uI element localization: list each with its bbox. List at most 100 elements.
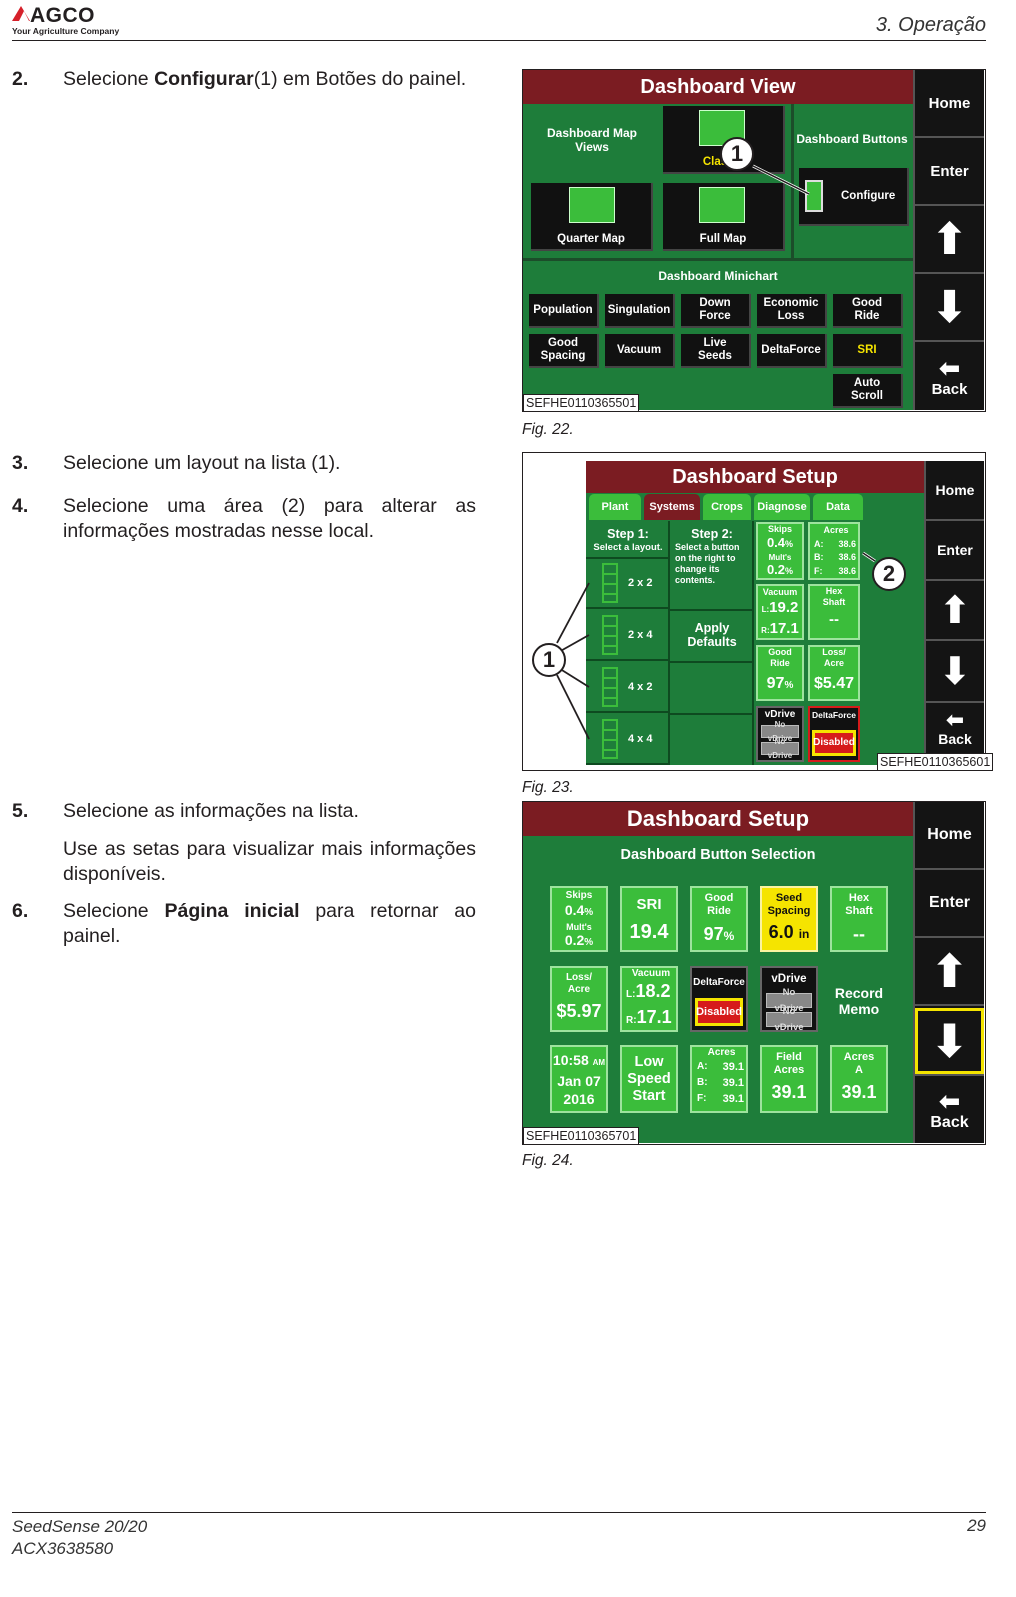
enter-button[interactable]: Enter bbox=[915, 870, 984, 938]
down-force-button[interactable]: Down Force bbox=[681, 294, 751, 328]
preview-vacuum-tile[interactable]: Vacuum L:19.2 R:17.1 bbox=[756, 584, 804, 640]
step1-sub: Select a layout. bbox=[593, 542, 663, 553]
full-map-button[interactable]: Full Map bbox=[663, 183, 785, 251]
preview-acres-tile[interactable]: Acres A:38.6 B:38.6 F:38.6 bbox=[808, 522, 860, 580]
sri-button[interactable]: SRI bbox=[833, 334, 903, 368]
fig22-code: SEFHE0110365501 bbox=[523, 394, 640, 412]
step-5: 5. Selecione as informações na lista. bbox=[12, 800, 359, 822]
down-arrow-icon[interactable]: ⬇ bbox=[926, 641, 984, 703]
fig22-leader-lines bbox=[752, 164, 810, 196]
vacuum-button[interactable]: Vacuum bbox=[605, 334, 675, 368]
deltaforce-tile[interactable]: DeltaForce Disabled bbox=[690, 966, 748, 1032]
fig24-caption: Fig. 24. bbox=[522, 1152, 574, 1169]
good-ride-button[interactable]: Good Ride bbox=[833, 294, 903, 328]
enter-button[interactable]: Enter bbox=[926, 521, 984, 581]
vacuum-tile[interactable]: Vacuum L:18.2 R:17.1 bbox=[620, 966, 678, 1032]
disabled-badge: Disabled bbox=[695, 998, 743, 1026]
home-button[interactable]: Home bbox=[915, 802, 984, 870]
tab-diagnose[interactable]: Diagnose bbox=[753, 493, 811, 521]
buttons-label: Dashboard Buttons bbox=[796, 132, 908, 146]
layout-2x4[interactable]: 2 x 4 bbox=[586, 611, 670, 661]
configure-thumbnail bbox=[805, 180, 823, 212]
fig24-subtitle: Dashboard Button Selection bbox=[620, 847, 816, 863]
step-3: 3. Selecione um layout na lista (1). bbox=[12, 452, 341, 474]
step2-sub: Select a button on the right to change i… bbox=[675, 542, 740, 585]
back-arrow-icon: ⬅ bbox=[945, 707, 965, 732]
preview-hex-shaft-tile[interactable]: Hex Shaft-- bbox=[808, 584, 860, 640]
layout-4x2[interactable]: 4 x 2 bbox=[586, 663, 670, 713]
configure-button[interactable]: Configure bbox=[799, 168, 909, 226]
fig23-title: Dashboard Setup bbox=[586, 461, 924, 493]
low-speed-start-tile[interactable]: Low Speed Start bbox=[620, 1045, 678, 1113]
up-arrow-icon[interactable]: ⬆ bbox=[926, 581, 984, 641]
live-seeds-button[interactable]: Live Seeds bbox=[681, 334, 751, 368]
logo-tagline: Your Agriculture Company bbox=[12, 26, 120, 36]
up-arrow-icon[interactable]: ⬆ bbox=[915, 938, 984, 1006]
good-spacing-button[interactable]: Good Spacing bbox=[529, 334, 599, 368]
deltaforce-button[interactable]: DeltaForce bbox=[757, 334, 827, 368]
tab-plant[interactable]: Plant bbox=[588, 493, 642, 521]
step-4: 4. Selecione uma área (2) para alterar a… bbox=[12, 495, 476, 542]
loss-acre-tile[interactable]: Loss/ Acre$5.97 bbox=[550, 966, 608, 1032]
down-arrow-icon[interactable]: ⬇ bbox=[915, 1008, 984, 1076]
fig23-callout-1: 1 bbox=[532, 643, 566, 677]
back-button[interactable]: ⬅ Back bbox=[930, 1085, 969, 1131]
back-arrow-icon: ⬅ bbox=[938, 1085, 961, 1116]
step-6: 6. Selecione Página inicial para retorna… bbox=[12, 900, 476, 947]
disabled-badge: Disabled bbox=[812, 730, 856, 756]
layout-4x4[interactable]: 4 x 4 bbox=[586, 715, 670, 765]
quarter-map-button[interactable]: Quarter Map bbox=[531, 183, 653, 251]
fig22-title: Dashboard View bbox=[523, 70, 913, 104]
preview-deltaforce-tile[interactable]: DeltaForce Disabled bbox=[808, 706, 860, 762]
back-button[interactable]: ⬅ Back bbox=[938, 707, 972, 748]
population-button[interactable]: Population bbox=[529, 294, 599, 328]
step1-title: Step 1: bbox=[607, 527, 649, 541]
full-map-thumbnail bbox=[699, 187, 745, 223]
singulation-button[interactable]: Singulation bbox=[605, 294, 675, 328]
fig22-callout-1: 1 bbox=[720, 137, 754, 171]
fig23-callout-2: 2 bbox=[872, 557, 906, 591]
preview-vdrive-tile[interactable]: vDrive No vDrive No vDrive bbox=[756, 706, 804, 762]
apply-defaults-button[interactable]: Apply Defaults bbox=[687, 621, 737, 649]
layout-2x2[interactable]: 2 x 2 bbox=[586, 559, 670, 609]
vdrive-tile[interactable]: vDrive No vDrive No vDrive bbox=[760, 966, 818, 1033]
fig24-code: SEFHE0110365701 bbox=[523, 1127, 640, 1145]
tab-crops[interactable]: Crops bbox=[702, 493, 752, 521]
up-arrow-icon[interactable]: ⬆ bbox=[915, 206, 984, 274]
quarter-map-thumbnail bbox=[569, 187, 615, 223]
fig24-title: Dashboard Setup bbox=[523, 802, 913, 836]
preview-loss-acre-tile[interactable]: Loss/ Acre$5.47 bbox=[808, 645, 860, 701]
auto-scroll-button[interactable]: Auto Scroll bbox=[833, 374, 903, 408]
back-button[interactable]: ⬅ Back bbox=[931, 352, 968, 398]
record-memo-tile[interactable]: Record Memo bbox=[830, 966, 888, 1032]
down-arrow-icon[interactable]: ⬇ bbox=[915, 274, 984, 342]
hex-shaft-tile[interactable]: Hex Shaft-- bbox=[830, 886, 888, 952]
tab-data[interactable]: Data bbox=[812, 493, 864, 521]
economic-loss-button[interactable]: Economic Loss bbox=[757, 294, 827, 328]
tab-systems[interactable]: Systems bbox=[643, 493, 701, 521]
minichart-label: Dashboard Minichart bbox=[658, 269, 778, 283]
footer-rule bbox=[12, 1512, 986, 1513]
acres-tile[interactable]: Acres A:39.1 B:39.1 F:39.1 bbox=[690, 1045, 748, 1113]
page-number: 29 bbox=[967, 1516, 986, 1535]
home-button[interactable]: Home bbox=[915, 70, 984, 138]
fig23-code: SEFHE0110365601 bbox=[877, 753, 994, 771]
fig22-dashboard-view: Dashboard View Dashboard Map Views Class… bbox=[522, 69, 986, 412]
fig23-dashboard-setup: Dashboard Setup Plant Systems Crops Diag… bbox=[522, 452, 994, 771]
fig23-caption: Fig. 23. bbox=[522, 779, 574, 796]
header-rule bbox=[12, 40, 986, 41]
home-button[interactable]: Home bbox=[926, 461, 984, 521]
enter-button[interactable]: Enter bbox=[915, 138, 984, 206]
fig23-leader-lines bbox=[556, 551, 876, 740]
agco-logo: AGCO Your Agriculture Company bbox=[12, 4, 172, 36]
fig24-dashboard-setup: Dashboard Setup Dashboard Button Selecti… bbox=[522, 801, 986, 1145]
